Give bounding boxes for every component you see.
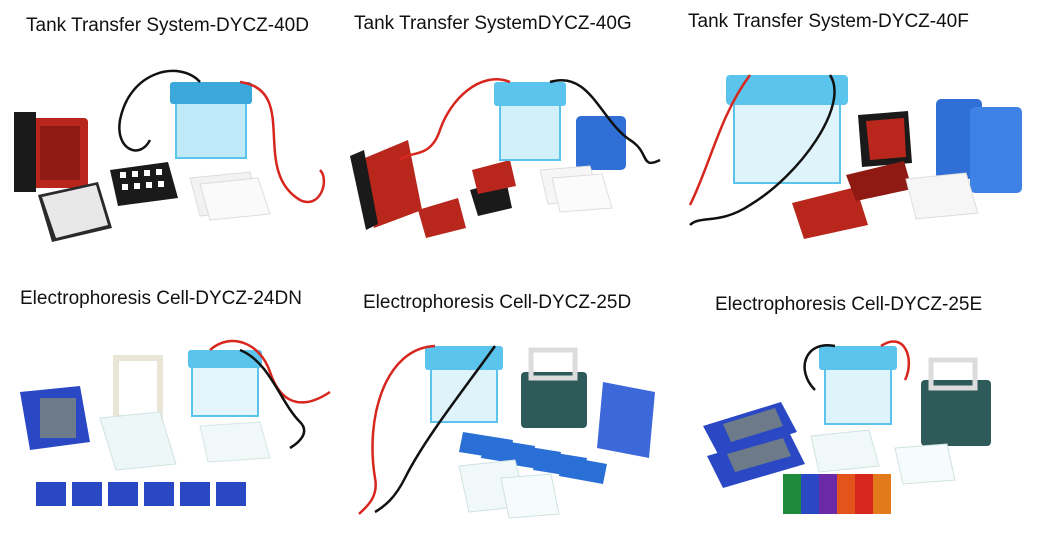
product-photo [703,340,991,514]
product-dycz-24dn: Electrophoresis Cell-DYCZ-24DN [0,270,345,538]
product-dycz-25d: Electrophoresis Cell-DYCZ-25D [345,270,685,538]
product-photo [688,74,1022,239]
product-photo [358,344,655,519]
product-label: Tank Transfer System-DYCZ-40D [26,15,309,36]
product-label: Tank Transfer SystemDYCZ-40G [354,13,632,34]
product-photo [350,78,661,238]
product-dycz-40d: Tank Transfer System-DYCZ-40D [0,0,340,260]
product-dycz-40g: Tank Transfer SystemDYCZ-40G [340,0,680,260]
product-dycz-40f: Tank Transfer System-DYCZ-40F [680,0,1041,260]
product-photo [20,339,331,506]
product-label: Electrophoresis Cell-DYCZ-25D [363,292,632,313]
product-photo [14,69,326,242]
product-label: Electrophoresis Cell-DYCZ-25E [715,294,983,315]
product-label: Electrophoresis Cell-DYCZ-24DN [20,288,302,309]
product-label: Tank Transfer System-DYCZ-40F [688,11,969,32]
product-dycz-25e: Electrophoresis Cell-DYCZ-25E [685,270,1041,538]
